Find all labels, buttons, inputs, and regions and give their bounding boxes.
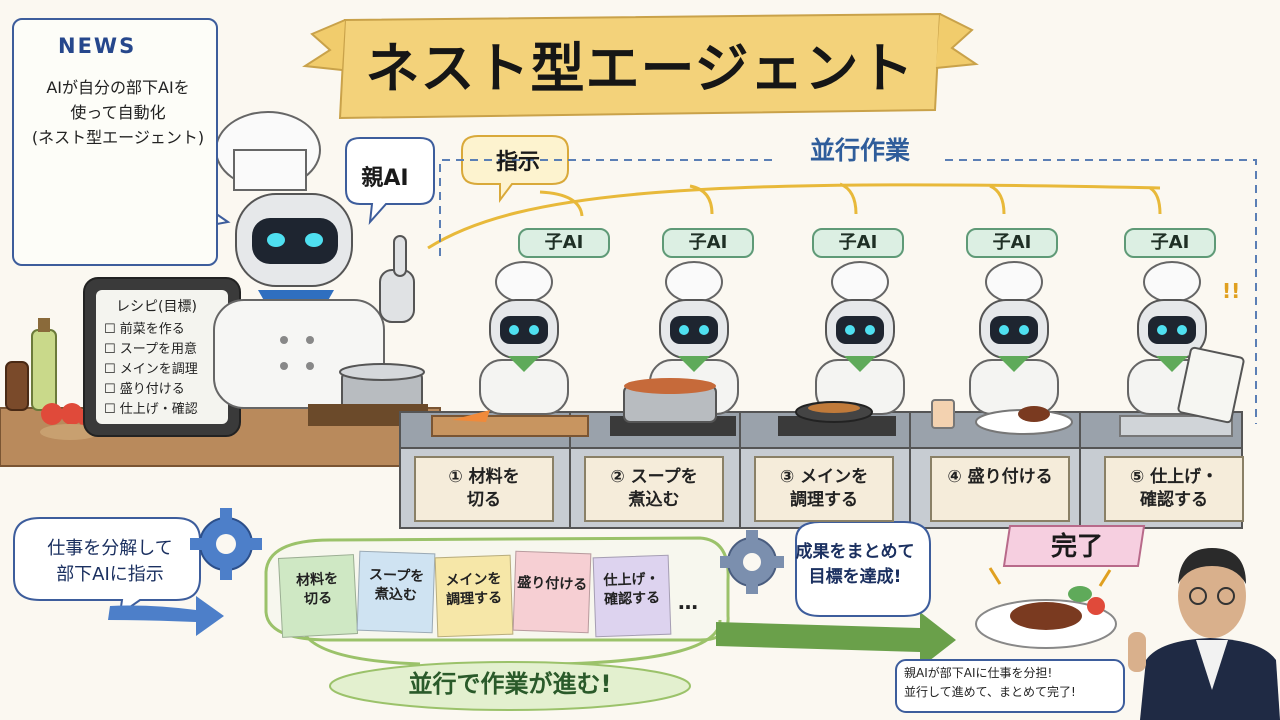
child-ai-tag: 子AI (662, 228, 754, 258)
progress-banner (329, 661, 691, 711)
task-note: 仕上げ・確認する (592, 554, 672, 638)
parallel-frame (439, 159, 1257, 424)
decompose-text: 仕事を分解して 部下AIに指示 (47, 538, 173, 586)
recipe-item: ☐ 仕上げ・確認 (104, 402, 198, 417)
blue-arrow-icon (108, 596, 224, 636)
parent-ai-label: 親AI (361, 166, 409, 191)
child-ai-tag: 子AI (966, 228, 1058, 258)
recipe-item: ☐ スープを用意 (104, 342, 198, 357)
child-ai-tag: 子AI (1124, 228, 1216, 258)
station-props: !! (431, 279, 1245, 437)
ingredients-icon (5, 318, 100, 440)
step-card: ① 材料を 切る (414, 456, 554, 522)
child-ai-tag: 子AI (812, 228, 904, 258)
task-note: 盛り付ける (512, 550, 592, 634)
news-panel (12, 18, 218, 266)
page-title: ネスト型エージェント (365, 37, 915, 100)
parallel-label: 並行作業 (775, 131, 945, 167)
step-card: ② スープを 煮込む (584, 456, 724, 522)
instruction-arrows (427, 182, 1162, 250)
result-bubble (795, 521, 931, 617)
done-ribbon (1002, 525, 1146, 567)
instruction-bubble (461, 135, 569, 203)
news-body: AIが自分の部下AIを 使って自動化 (ネスト型エージェント) (20, 76, 216, 150)
news-heading: NEWS (58, 34, 137, 58)
task-note: 材料を切る (277, 554, 359, 638)
summary-text: 親AIが部下AIに仕事を分担! 並行して進めて、まとめて完了! (904, 666, 1076, 700)
task-note: メインを調理する (434, 554, 514, 638)
decompose-bubble (13, 517, 201, 617)
step-card: ⑤ 仕上げ・ 確認する (1104, 456, 1244, 522)
gear-icon-2 (720, 530, 784, 594)
news-line: 使って自動化 (70, 102, 166, 122)
summary-bubble (895, 659, 1125, 713)
child-ai-tag: 子AI (518, 228, 610, 258)
done-label: 完了 (1050, 532, 1103, 562)
recipe-title: レシピ(目標) (116, 299, 197, 315)
recipe-item: ☐ 盛り付ける (104, 382, 185, 397)
recipe-item: ☐ 前菜を作る (104, 322, 185, 337)
more-ellipsis: … (678, 590, 698, 614)
recipe-item: ☐ メインを調理 (104, 362, 198, 377)
instruction-label: 指示 (495, 150, 540, 175)
progress-label: 並行で作業が進む! (408, 670, 612, 698)
green-arrow-icon (716, 612, 956, 668)
presenter-portrait (1128, 548, 1280, 720)
parent-chef-robot (213, 111, 415, 409)
pot-icon (308, 363, 428, 426)
child-robots (479, 261, 1217, 415)
news-line: AIが自分の部下AIを (46, 78, 190, 97)
step-card: ③ メインを 調理する (754, 456, 894, 522)
title-banner (302, 12, 979, 120)
news-line: (ネスト型エージェント) (31, 127, 205, 147)
task-note: スープを煮込む (356, 550, 436, 634)
step-card: ④ 盛り付ける (930, 456, 1070, 522)
steak-plate-icon (975, 567, 1117, 649)
parent-ai-bubble (345, 137, 435, 226)
result-text: 成果をまとめて 目標を達成! (795, 542, 915, 587)
svg-text:!!: !! (1222, 279, 1240, 303)
gear-icon (190, 508, 262, 580)
